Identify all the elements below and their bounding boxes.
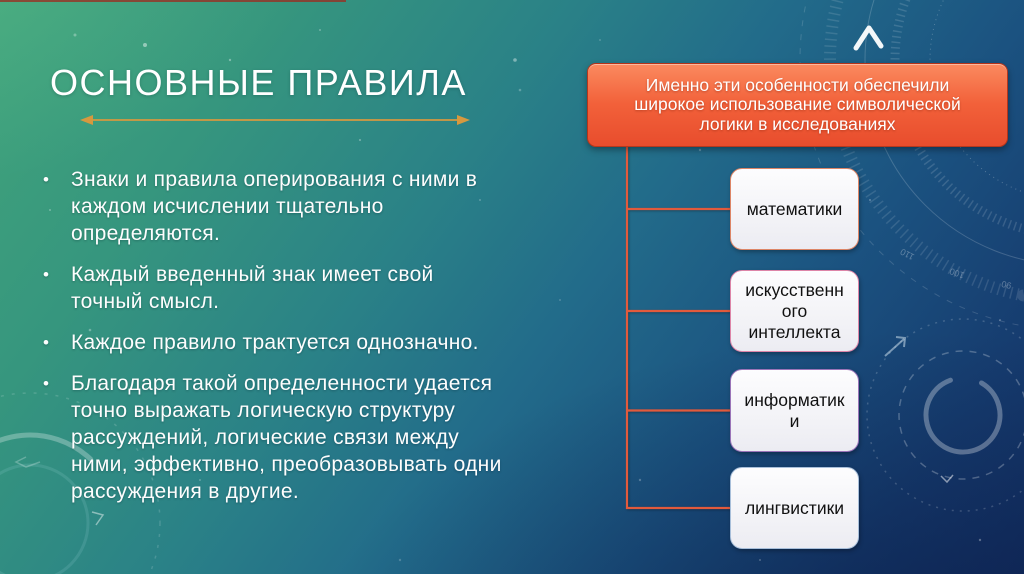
bullet-text: Каждый введенный знак имеет свой точный … [71,263,434,313]
bullet-item: • Каждый введенный знак имеет свой точны… [36,261,602,315]
bullet-dot: • [43,333,50,352]
bullet-dot: • [43,265,50,284]
bullet-item: • Благодаря такой определенности удается… [36,370,602,505]
node-label: искусственн ого интеллекта [745,279,844,342]
node-label: информатик и [744,389,845,431]
bullet-item: • Каждое правило трактуется однозначно. [36,329,602,356]
compass-number: 90 [1000,279,1012,291]
chevron-up-icon [853,25,884,51]
progress-bar [0,0,346,2]
arrow-northeast-icon [884,336,907,357]
compass-number: 100 [948,266,966,281]
bullet-text: Знаки и правила оперирования с ними в ка… [71,168,478,245]
node-linguistics: лингвистики [730,467,859,549]
arrow-down-icon [940,474,954,484]
compass-number: 110 [899,246,916,262]
bullet-text: Каждое правило трактуется однозначно. [71,331,479,354]
bullet-text: Благодаря такой определенности удается т… [71,372,502,503]
bullet-list: • Знаки и правила оперирования с ними в … [36,166,602,519]
callout-box: Именно эти особенности обеспечили широко… [587,63,1008,147]
node-label: математики [746,198,843,219]
node-artificial-intelligence: искусственн ого интеллекта [730,270,859,352]
double-arrow-icon [80,115,470,125]
spinner-decoration [866,318,1024,512]
bullet-dot: • [43,170,50,189]
node-informatics: информатик и [730,369,859,452]
callout-text: Именно эти особенности обеспечили широко… [634,74,961,134]
slide-title: ОСНОВНЫЕ ПРАВИЛА [50,62,467,103]
node-label: лингвистики [744,497,845,518]
node-mathematics: математики [730,168,859,250]
bullet-item: • Знаки и правила оперирования с ними в … [36,166,602,247]
bullet-dot: • [43,374,50,393]
